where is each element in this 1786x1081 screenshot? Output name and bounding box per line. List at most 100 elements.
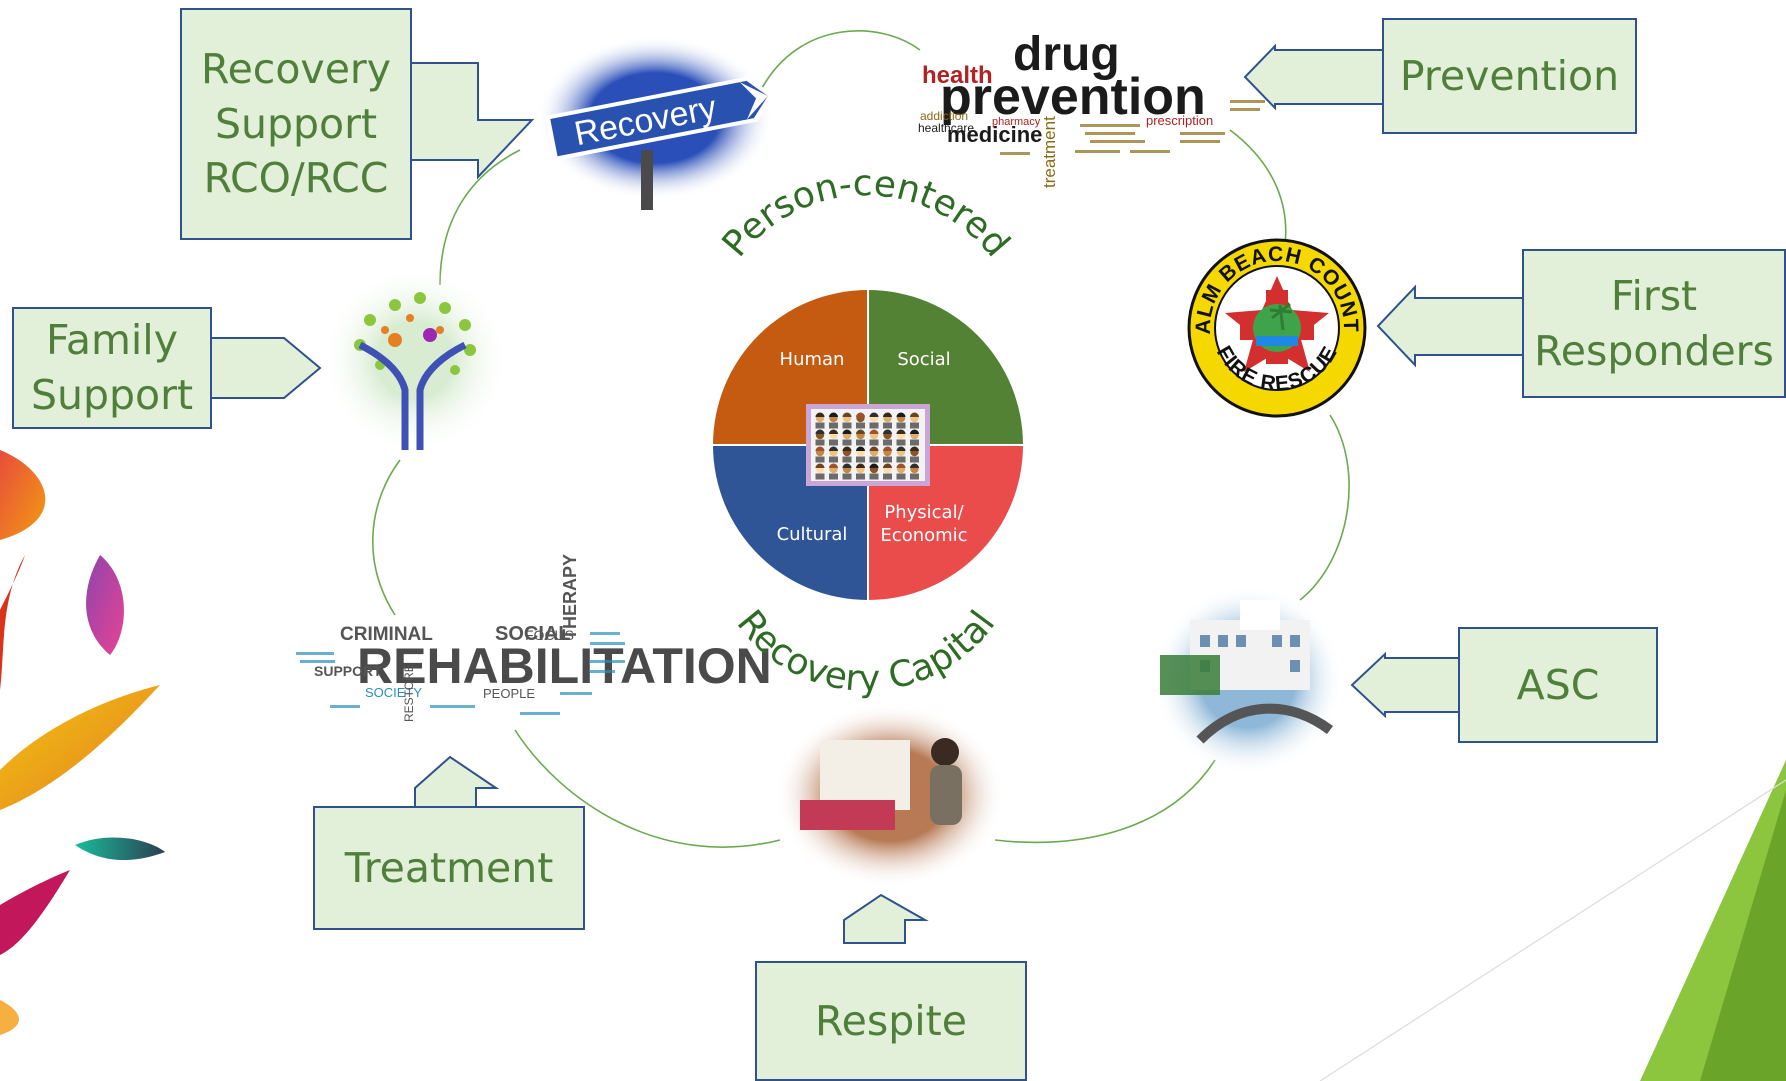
asc-building-image <box>1153 585 1343 775</box>
arrow-treatment <box>414 755 500 809</box>
wc-society: SOCIETY <box>365 685 422 700</box>
face-hair <box>910 412 919 417</box>
family-tree-image <box>320 265 510 455</box>
face-body <box>896 422 906 429</box>
face-hair <box>883 412 892 417</box>
wc-pharmacy: pharmacy <box>992 116 1041 128</box>
face-hair <box>829 429 838 434</box>
face-body <box>815 456 825 463</box>
wc-restore: RESTORE <box>402 664 416 722</box>
face-hair <box>883 463 892 468</box>
face-body <box>815 473 825 480</box>
face-body <box>896 456 906 463</box>
arrow-respite <box>843 893 929 944</box>
wc-healthcare: healthcare <box>918 121 974 135</box>
face-hair <box>896 463 906 468</box>
wc-people: PEOPLE <box>483 686 535 701</box>
face-hair <box>910 463 919 468</box>
wc-addiction: addiction <box>920 109 968 123</box>
family-support-box: Family Support <box>12 307 212 429</box>
face-hair <box>815 412 825 417</box>
prevention-label: Prevention <box>1399 51 1620 100</box>
face-hair <box>842 412 852 417</box>
first-responders-box: First Responders <box>1522 249 1786 398</box>
face-body <box>896 473 906 480</box>
face-body <box>842 439 852 446</box>
cycle-connectors <box>372 30 1350 848</box>
wc-treatment: treatment <box>1040 116 1059 188</box>
respite-label: Respite <box>815 996 967 1045</box>
drug-prevention-wordcloud: drug prevention health medicine treatmen… <box>918 28 1265 188</box>
face-hair <box>869 463 879 468</box>
wc-social: SOCIAL <box>495 623 571 645</box>
family-support-line-1: Family <box>46 316 178 365</box>
face-body <box>815 422 825 429</box>
face-hair <box>842 429 852 434</box>
family-support-line-2: Support <box>30 371 194 419</box>
face-hair <box>829 412 838 417</box>
face-hair <box>842 463 852 468</box>
treatment-box: Treatment <box>313 806 585 930</box>
face-body <box>869 473 879 480</box>
face-hair <box>896 446 906 451</box>
wc-drug: drug <box>1013 28 1120 81</box>
label-human: Human <box>780 349 845 370</box>
face-body <box>842 456 852 463</box>
face-hair <box>856 429 865 434</box>
recovery-sign-image: Recovery <box>537 36 773 210</box>
face-body <box>856 473 865 480</box>
recovery-support-line-2: Support <box>214 99 378 148</box>
respite-box: Respite <box>755 961 1027 1081</box>
wc-prevention: prevention <box>940 68 1206 126</box>
recovery-support-box: Recovery Support RCO/RCC <box>180 8 412 240</box>
asc-label: ASC <box>1516 660 1600 709</box>
face-body <box>856 456 865 463</box>
face-body <box>883 422 892 429</box>
wc-health: health <box>922 62 993 89</box>
face-hair <box>883 429 892 434</box>
face-body <box>896 439 906 446</box>
asc-box: ASC <box>1458 627 1658 743</box>
face-body <box>869 456 879 463</box>
rehabilitation-wordcloud: REHABILITATION CRIMINAL SOCIAL THERAPY S… <box>296 554 772 722</box>
face-hair <box>910 429 919 434</box>
face-hair <box>869 446 879 451</box>
label-cultural: Cultural <box>777 524 848 545</box>
wc-focus: FOCUS <box>525 627 574 643</box>
face-body <box>856 439 865 446</box>
arrow-recovery-support <box>409 62 535 180</box>
wc-prescription: prescription <box>1146 113 1213 128</box>
wc-therapy: THERAPY <box>560 554 580 640</box>
face-hair <box>829 446 838 451</box>
face-hair <box>856 446 865 451</box>
face-body <box>815 439 825 446</box>
recovery-support-line-3: RCO/RCC <box>203 154 389 203</box>
recovery-capital-pie: Human Social Cultural Physical/ Economic… <box>713 163 1023 700</box>
respite-bedroom-image <box>775 703 1005 887</box>
face-hair <box>829 463 838 468</box>
first-responders-line-2: Responders <box>1534 326 1774 375</box>
face-hair <box>910 446 919 451</box>
arrow-asc <box>1350 651 1461 719</box>
faces-grid-image <box>806 404 930 486</box>
prevention-box: Prevention <box>1382 18 1637 134</box>
face-body <box>869 422 879 429</box>
wc-criminal: CRIMINAL <box>340 624 433 645</box>
face-hair <box>842 446 852 451</box>
face-body <box>883 456 892 463</box>
treatment-label: Treatment <box>344 843 554 892</box>
face-body <box>856 422 865 429</box>
face-hair <box>856 463 865 468</box>
face-body <box>829 422 838 429</box>
face-body <box>829 473 838 480</box>
face-body <box>910 439 919 446</box>
face-hair <box>815 463 825 468</box>
arrows <box>209 43 1525 944</box>
first-responders-line-1: First <box>1610 271 1698 320</box>
face-body <box>910 422 919 429</box>
face-hair <box>896 412 906 417</box>
face-body <box>842 422 852 429</box>
wc-support: SUPPORT <box>314 663 382 679</box>
face-hair <box>869 429 879 434</box>
